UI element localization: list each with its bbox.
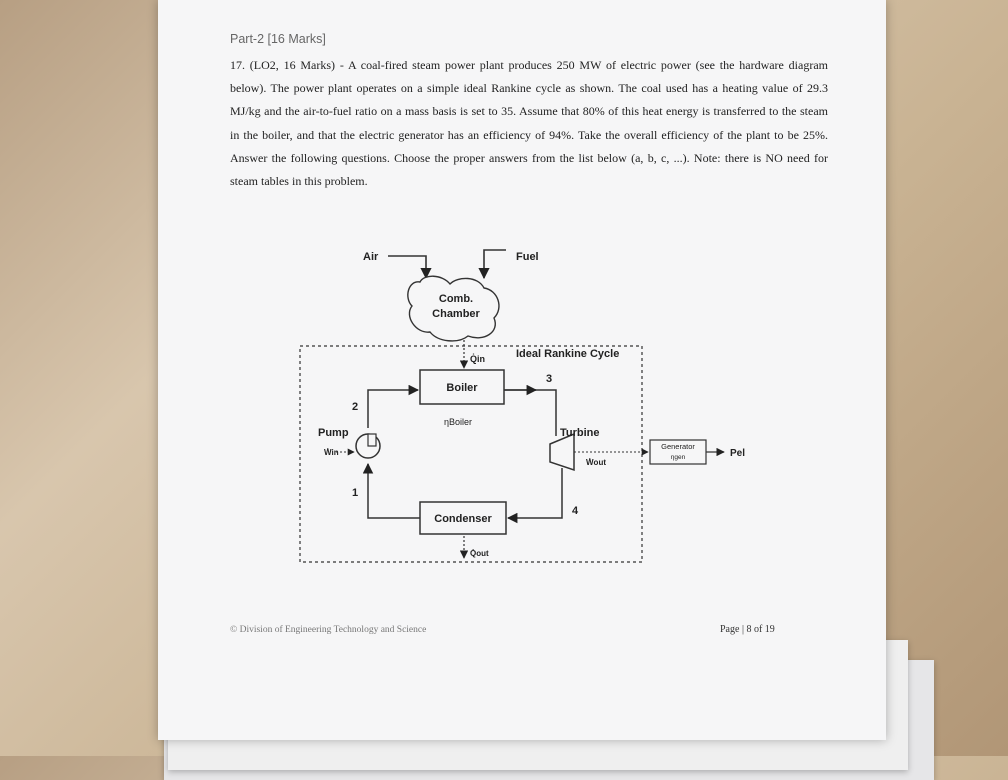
state-3-label: 3 bbox=[546, 373, 552, 385]
pump-label: Pump bbox=[318, 427, 349, 439]
cycle-label: Ideal Rankine Cycle bbox=[516, 348, 619, 360]
w-in-label: Ẇin bbox=[324, 448, 339, 457]
boiler-box bbox=[419, 369, 505, 405]
pipe-turbine-to-condenser bbox=[506, 468, 563, 524]
fuel-label: Fuel bbox=[516, 251, 539, 263]
question-paragraph: 17. (LO2, 16 Marks) - A coal-fired steam… bbox=[230, 58, 828, 189]
w-out-label: Ẇout bbox=[586, 458, 606, 467]
state-4-label: 4 bbox=[572, 505, 579, 517]
pipe-pump-to-boiler bbox=[367, 384, 420, 428]
fuel-inlet-line bbox=[478, 249, 506, 280]
rankine-cycle-diagram: Air Fuel Comb. Chamber Ideal Rankine Cyc… bbox=[299, 249, 745, 563]
condenser-box bbox=[419, 501, 507, 535]
pipe-boiler-to-turbine bbox=[504, 389, 557, 436]
question-text: 17. (LO2, 16 Marks) - A coal-fired steam… bbox=[230, 54, 828, 193]
air-inlet-line bbox=[388, 255, 432, 280]
condenser-label: Condenser bbox=[434, 513, 492, 525]
p-el-label: Pel bbox=[730, 448, 745, 459]
turbine-shape bbox=[549, 432, 575, 472]
boiler-label: Boiler bbox=[446, 382, 478, 394]
state-1-label: 1 bbox=[352, 487, 358, 499]
footer-copyright: © Division of Engineering Technology and… bbox=[230, 625, 427, 635]
combustion-chamber bbox=[407, 275, 500, 342]
eta-gen-label: ηgen bbox=[671, 454, 686, 461]
generator-box bbox=[649, 439, 707, 465]
turbine-label: Turbine bbox=[560, 427, 600, 439]
q-out-label: Q̇out bbox=[470, 549, 489, 558]
footer-page-number: Page | 8 of 19 bbox=[720, 624, 775, 635]
part-title: Part-2 [16 Marks] bbox=[230, 32, 326, 46]
pipe-condenser-to-pump bbox=[362, 462, 420, 519]
qin-label: Q̇in bbox=[470, 354, 485, 364]
document-page: Part-2 [16 Marks] 17. (LO2, 16 Marks) - … bbox=[158, 0, 886, 740]
air-label: Air bbox=[363, 251, 379, 263]
state-2-label: 2 bbox=[352, 401, 358, 413]
generator-label: Generator bbox=[661, 442, 695, 451]
eta-boiler-label: ηBoiler bbox=[444, 417, 472, 427]
comb-label-1: Comb. bbox=[439, 293, 473, 305]
comb-label-2: Chamber bbox=[432, 308, 480, 320]
